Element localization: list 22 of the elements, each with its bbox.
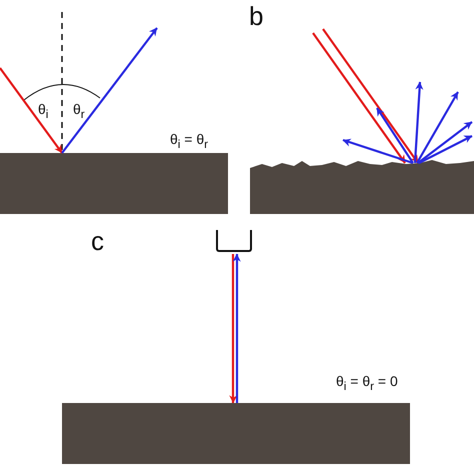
angle-label: θ$_{i}$ <box>38 102 48 120</box>
reflected-ray-arrow <box>417 121 473 164</box>
incident-ray-arrow <box>322 28 419 164</box>
reflected-ray-arrow <box>414 82 424 164</box>
rough-surface <box>250 158 474 214</box>
incident-ray-arrow <box>229 254 238 404</box>
incident-ray-arrow <box>0 67 63 154</box>
smooth-surface <box>62 403 410 464</box>
panel-letter: b <box>249 3 264 29</box>
reflected-ray-arrow <box>61 27 158 154</box>
incident-ray-arrow <box>312 32 406 164</box>
panel-letter: c <box>91 228 104 254</box>
reflected-ray-arrow <box>376 107 414 164</box>
angle-label: θ$_{i}$ = θ$_{r}$ <box>170 132 208 150</box>
reflected-ray-arrow <box>342 138 414 164</box>
detector-cup <box>216 230 252 252</box>
reflected-ray-arrow <box>418 135 472 164</box>
smooth-surface <box>0 153 228 214</box>
angle-label: θ$_{i}$ = θ$_{r}$ = 0 <box>336 374 398 392</box>
reflected-ray-arrow <box>232 254 241 403</box>
angle-label: θ$_{r}$ <box>73 102 85 120</box>
reflected-ray-arrow <box>416 91 459 164</box>
